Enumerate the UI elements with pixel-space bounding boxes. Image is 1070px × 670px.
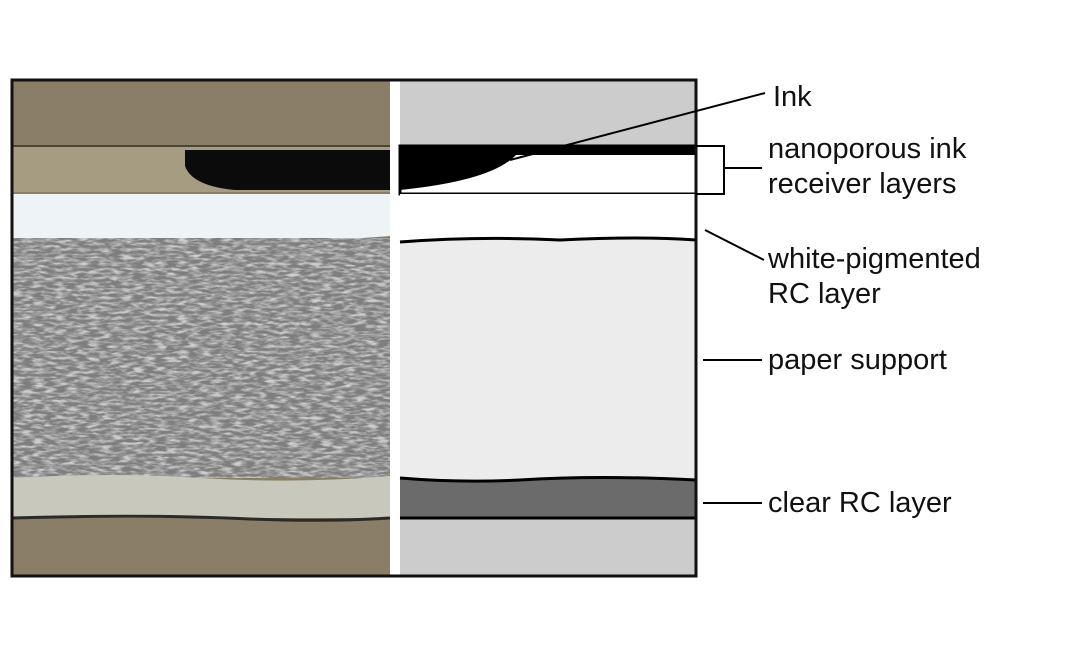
panel-separator [390, 80, 400, 576]
schematic-panel [398, 80, 698, 576]
label-white-rc-line1: white-pigmented [767, 243, 981, 275]
label-clear-rc: clear RC layer [768, 487, 952, 519]
photo-clear-rc-layer [12, 475, 390, 518]
photo-paper-fibers-texture [12, 238, 390, 478]
label-paper-support: paper support [768, 344, 947, 376]
white-rc-leader [704, 229, 765, 261]
photo-white-rc-layer [12, 194, 390, 242]
photo-bottom-edge [12, 514, 390, 522]
photo-ink-deposit [185, 150, 390, 190]
label-receiver-line1: nanoporous ink [768, 133, 967, 165]
schematic-paper-support [400, 238, 696, 482]
receiver-bracket [696, 145, 725, 195]
schematic-clear-rc-layer [400, 477, 696, 518]
label-white-rc-line2: RC layer [768, 278, 881, 310]
label-ink: Ink [773, 81, 812, 113]
ink-leader [509, 92, 766, 161]
leader-lines [509, 92, 766, 504]
figure-frame [10, 78, 698, 578]
schematic-white-rc-layer [400, 194, 696, 242]
photomicrograph-panel [12, 80, 390, 576]
schematic-white-rc-boundary [399, 236, 697, 244]
schematic-ink-wedge [400, 150, 520, 190]
label-receiver-line2: receiver layers [768, 168, 957, 200]
schematic-clear-rc-top-boundary [399, 476, 697, 483]
